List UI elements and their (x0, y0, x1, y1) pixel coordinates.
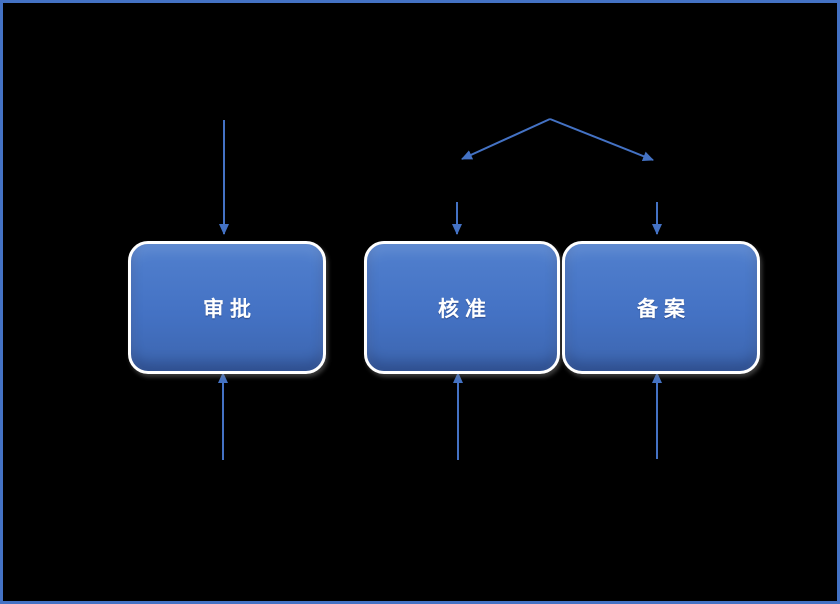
node-hezhun: 核准 (364, 241, 560, 374)
node-shenpi: 审批 (128, 241, 326, 374)
node-hezhun-label: 核准 (438, 297, 492, 321)
arrow-branch-left (461, 118, 551, 160)
arrow-branch-right (549, 118, 654, 161)
node-beian: 备案 (562, 241, 760, 374)
node-shenpi-label: 审批 (203, 297, 257, 321)
node-beian-label: 备案 (637, 297, 691, 321)
